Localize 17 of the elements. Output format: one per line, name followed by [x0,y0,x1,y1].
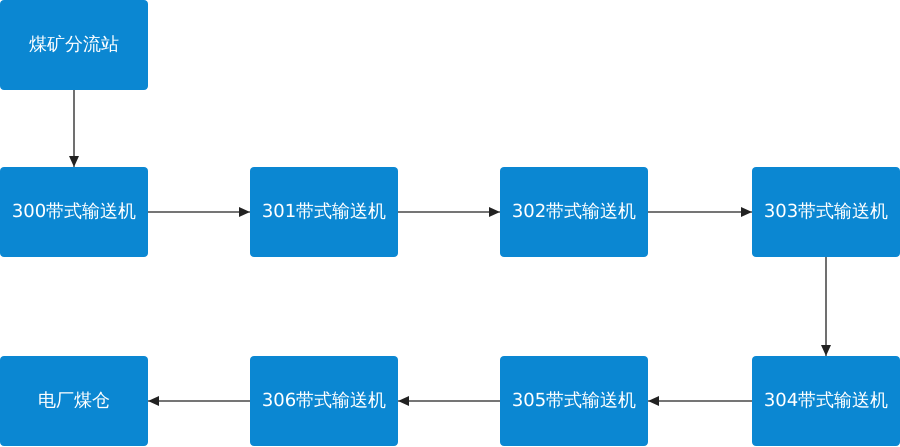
process-box: 304带式输送机 [752,356,900,446]
arrow [148,396,250,406]
process-box: 301带式输送机 [250,167,398,257]
process-box: 煤矿分流站 [0,0,148,90]
arrow [69,90,79,167]
arrow [148,207,250,217]
arrow [648,396,752,406]
arrow [821,257,831,356]
process-box: 306带式输送机 [250,356,398,446]
arrow [648,207,752,217]
process-box: 305带式输送机 [500,356,648,446]
process-box: 电厂煤仓 [0,356,148,446]
process-box: 303带式输送机 [752,167,900,257]
process-box: 300带式输送机 [0,167,148,257]
arrow [398,207,500,217]
process-box: 302带式输送机 [500,167,648,257]
arrow [398,396,500,406]
